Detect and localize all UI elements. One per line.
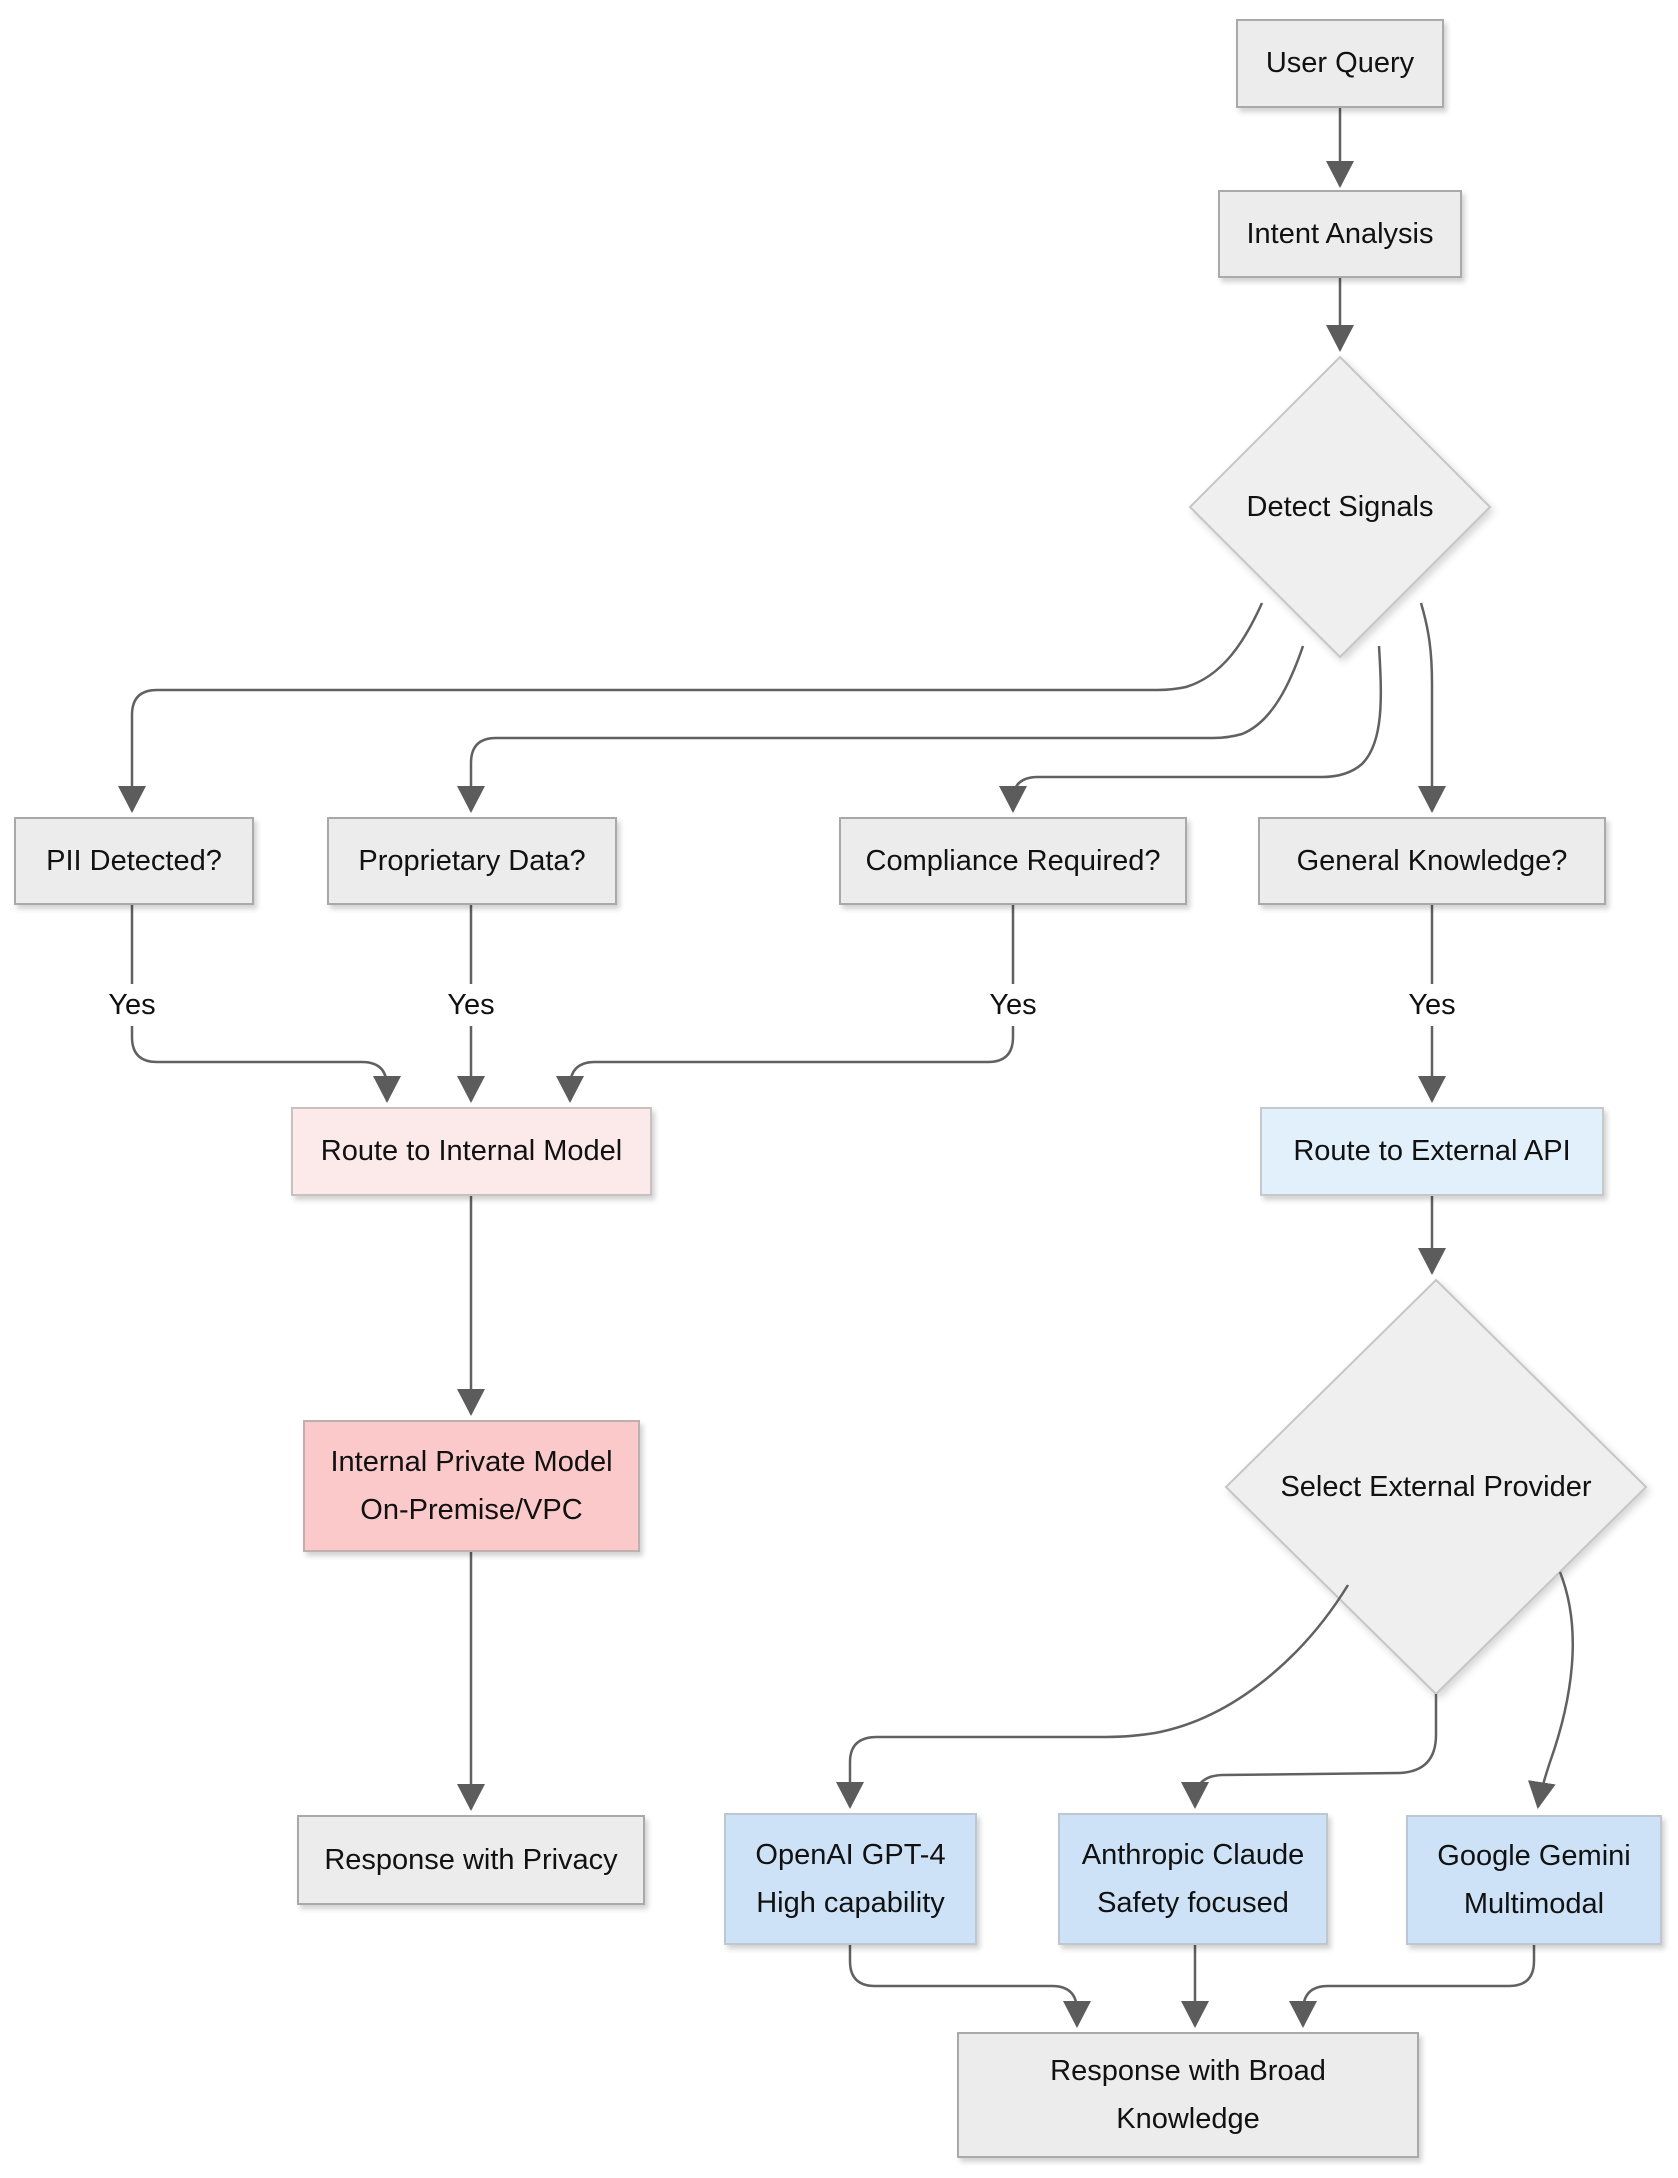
node-intent-analysis-label: Intent Analysis	[1246, 217, 1434, 250]
edge-detect-signals-to-compliance	[999, 645, 1383, 813]
edge-gemini-to-response-broad	[1289, 1945, 1536, 2028]
edge-select-provider-to-gemini	[1527, 1571, 1575, 1809]
node-general-knowledge-label: General Knowledge?	[1296, 844, 1568, 877]
edge-select-provider-to-anthropic	[1181, 1694, 1438, 1809]
node-google-gemini-line1: Google Gemini	[1437, 1839, 1631, 1872]
node-route-external: Route to External API	[1260, 1107, 1604, 1196]
node-internal-private-model-line1: Internal Private Model	[330, 1445, 613, 1478]
node-route-internal-label: Route to Internal Model	[320, 1135, 623, 1168]
edge-detect-signals-to-proprietary	[457, 645, 1305, 813]
node-intent-analysis: Intent Analysis	[1218, 190, 1462, 278]
node-proprietary-data-label: Proprietary Data?	[358, 844, 586, 877]
node-select-provider-label: Select External Provider	[1280, 1470, 1592, 1503]
node-route-external-label: Route to External API	[1293, 1135, 1571, 1168]
node-anthropic-claude: Anthropic Claude Safety focused	[1058, 1813, 1328, 1945]
node-response-broad-line2: Knowledge	[1116, 2103, 1260, 2135]
node-user-query: User Query	[1236, 19, 1444, 108]
node-anthropic-claude-line1: Anthropic Claude	[1081, 1838, 1305, 1871]
node-compliance-required: Compliance Required?	[839, 817, 1187, 905]
node-pii-detected-label: PII Detected?	[46, 844, 222, 877]
node-internal-private-model: Internal Private Model On-Premise/VPC	[303, 1420, 640, 1552]
edge-select-provider-to-openai	[836, 1584, 1350, 1809]
edge-detect-signals-to-general	[1418, 602, 1446, 813]
edge-label-pii-yes: Yes	[84, 984, 180, 1026]
node-openai-gpt4: OpenAI GPT-4 High capability	[724, 1813, 977, 1945]
node-user-query-label: User Query	[1265, 47, 1415, 80]
node-openai-gpt4-line2: High capability	[756, 1887, 945, 1919]
edge-openai-to-response-broad	[848, 1945, 1091, 2028]
node-proprietary-data: Proprietary Data?	[327, 817, 617, 905]
node-pii-detected: PII Detected?	[14, 817, 254, 905]
node-google-gemini: Google Gemini Multimodal	[1406, 1815, 1662, 1945]
edge-compliance-yes-to-route-internal	[556, 905, 1015, 1103]
edge-label-compliance-yes: Yes	[965, 984, 1061, 1026]
edge-detect-signals-to-pii	[118, 602, 1264, 813]
node-response-privacy: Response with Privacy	[297, 1815, 645, 1905]
edge-label-proprietary-yes: Yes	[423, 984, 519, 1026]
node-response-privacy-label: Response with Privacy	[324, 1843, 618, 1876]
node-response-broad-line1: Response with Broad	[1050, 2054, 1326, 2087]
edge-label-general-yes: Yes	[1384, 984, 1480, 1026]
node-detect-signals-label: Detect Signals	[1246, 490, 1434, 523]
edge-pii-yes-to-route-internal	[130, 905, 401, 1103]
node-openai-gpt4-line1: OpenAI GPT-4	[755, 1838, 946, 1871]
node-anthropic-claude-line2: Safety focused	[1097, 1887, 1289, 1919]
node-response-broad: Response with Broad Knowledge	[957, 2032, 1419, 2158]
decision-detect-signals	[1188, 355, 1492, 659]
node-compliance-required-label: Compliance Required?	[865, 844, 1161, 877]
node-general-knowledge: General Knowledge?	[1258, 817, 1606, 905]
node-google-gemini-line2: Multimodal	[1463, 1888, 1605, 1920]
node-internal-private-model-line2: On-Premise/VPC	[360, 1494, 583, 1526]
node-route-internal: Route to Internal Model	[291, 1107, 652, 1196]
